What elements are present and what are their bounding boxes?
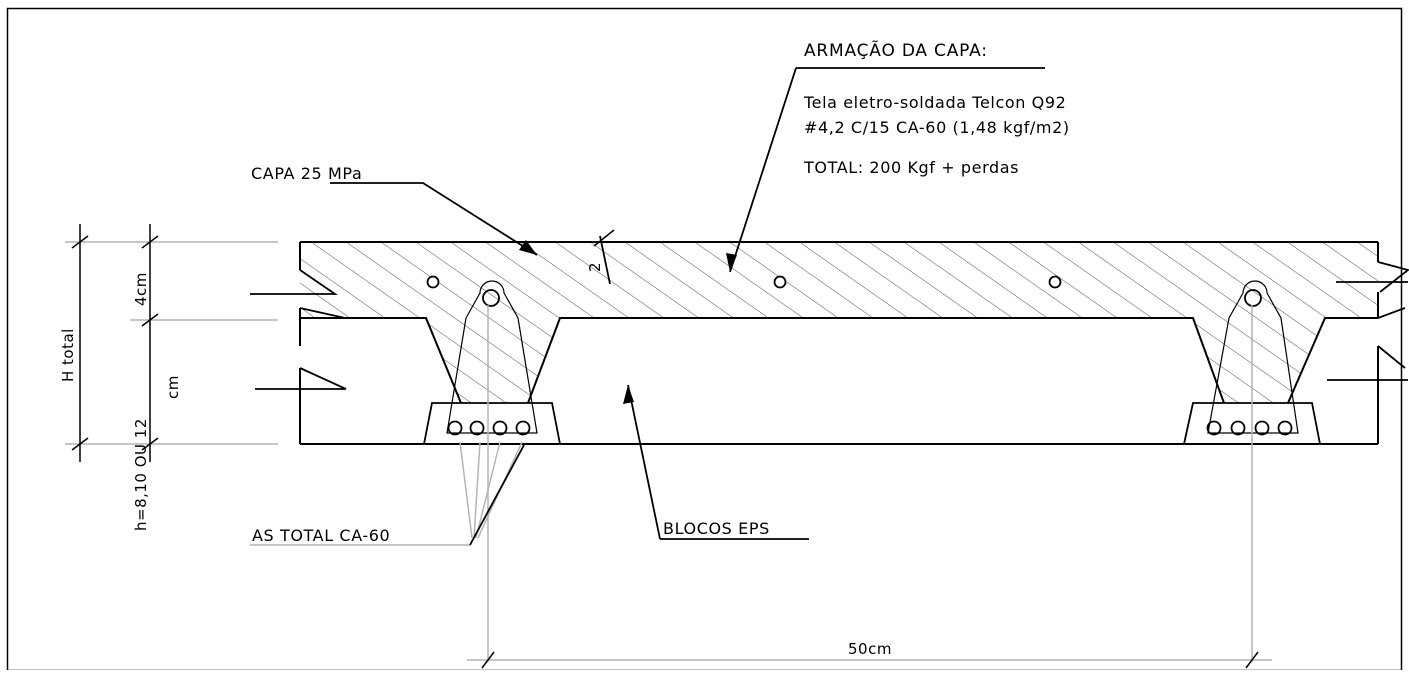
mesh-spec-line2: #4,2 C/15 CA-60 (1,48 kgf/m2) <box>804 118 1070 137</box>
concrete-section <box>300 242 1378 403</box>
main-bar <box>515 420 531 436</box>
main-bar <box>469 420 485 436</box>
main-bar <box>1277 420 1293 436</box>
block-height-unit: cm <box>164 375 182 399</box>
drawing-frame <box>6 7 1403 672</box>
mesh-total: TOTAL: 200 Kgf + perdas <box>803 158 1019 177</box>
lattice-top-bar <box>1244 289 1262 307</box>
total-height-dim: H total <box>59 328 77 382</box>
topping-label: CAPA 25 MPa <box>251 164 362 183</box>
main-bar <box>1206 420 1222 436</box>
dimension-lines <box>65 241 1272 662</box>
distribution-bars <box>426 275 1062 289</box>
mesh-spec-line1: Tela eletro-soldada Telcon Q92 <box>803 93 1066 112</box>
joist-spacing-dim: 50cm <box>848 640 892 658</box>
cover-dim: 2 <box>586 262 604 272</box>
main-bar <box>492 420 508 436</box>
joist-left <box>423 280 561 445</box>
topping-thickness-dim: 4cm <box>132 272 150 306</box>
reinforcement-title: ARMAÇÃO DA CAPA: <box>804 39 988 61</box>
break-lines <box>250 261 1409 390</box>
main-bar <box>1254 420 1270 436</box>
main-bar <box>447 420 463 436</box>
eps-blocks-label: BLOCOS EPS <box>663 519 770 538</box>
lattice-top-bar <box>482 289 500 307</box>
leaders <box>330 67 1045 546</box>
arrowheads <box>519 240 737 404</box>
steel-area-label: AS TOTAL CA-60 <box>252 526 390 545</box>
block-height-dim: h=8,10 OU 12 <box>132 418 150 531</box>
dimension-ticks <box>71 224 1259 669</box>
main-bar <box>1230 420 1246 436</box>
